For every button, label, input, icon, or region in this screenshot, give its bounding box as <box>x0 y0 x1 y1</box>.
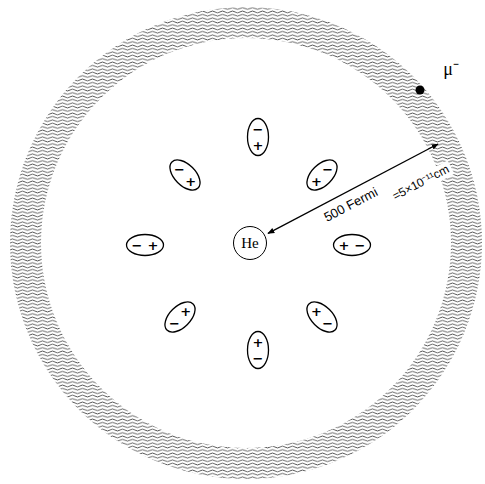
charge-sign: − <box>322 316 333 329</box>
charge-sign: − <box>174 163 185 176</box>
dipole-ellipse: −+ <box>165 155 205 195</box>
dipole-outline-shape <box>302 155 342 195</box>
dipole-outline <box>165 155 205 195</box>
dipole-outline-shape <box>302 297 342 337</box>
charge-sign: + <box>185 174 196 187</box>
dipole-ellipse: +− <box>332 225 372 265</box>
charge-sign: + <box>311 174 322 187</box>
charge-sign: + <box>253 139 264 152</box>
dipole-outline <box>332 225 372 265</box>
charge-sign: + <box>148 239 159 252</box>
charge-sign: + <box>180 305 191 318</box>
dipole-ellipse: −+ <box>238 117 278 157</box>
dipole-outline-shape <box>248 119 269 156</box>
dipole-ellipse: −+ <box>302 155 342 195</box>
dipole-outline-shape <box>165 155 205 195</box>
dipole-outline-shape <box>127 235 164 256</box>
charge-sign: − <box>253 123 264 136</box>
nucleus-label: He <box>241 236 259 251</box>
dipole-outline <box>125 225 165 265</box>
charge-sign: + <box>253 336 264 349</box>
nucleus-circle: He <box>233 226 267 260</box>
charge-sign: − <box>322 163 333 176</box>
dipole-outline-shape <box>248 332 269 369</box>
particle-label: μ⁻ <box>443 60 459 80</box>
dipole-outline-shape <box>334 235 371 256</box>
dipole-ellipse: −+ <box>125 225 165 265</box>
charge-sign: − <box>253 352 264 365</box>
dipole-outline <box>302 297 342 337</box>
dipole-ellipse: +− <box>160 297 200 337</box>
charge-sign: + <box>311 305 322 318</box>
charge-sign: + <box>339 239 350 252</box>
muon-dot <box>416 86 425 95</box>
dimension-label: 500 Fermi <box>322 185 380 225</box>
dipole-ellipse: +− <box>302 297 342 337</box>
charge-sign: − <box>355 239 366 252</box>
dipole-outline <box>160 297 200 337</box>
muon-orbit-band <box>10 7 482 479</box>
dipole-ellipse: +− <box>238 330 278 370</box>
dipole-outline <box>302 155 342 195</box>
charge-sign: − <box>132 239 143 252</box>
dipole-outline-shape <box>160 297 200 337</box>
charge-sign: − <box>169 316 180 329</box>
